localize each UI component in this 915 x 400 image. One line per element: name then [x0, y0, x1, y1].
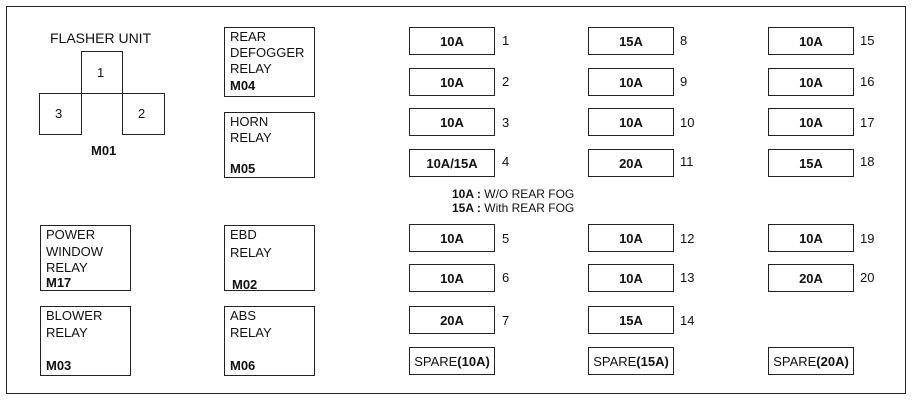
fuse-6-number: 6: [502, 270, 510, 285]
note-line-2: 15A : With REAR FOG: [452, 201, 574, 215]
relay-label-line: HORN: [230, 114, 269, 129]
relay-code: M03: [46, 358, 72, 373]
fuse-7-number: 7: [502, 313, 510, 328]
fuse-10-number: 10: [680, 115, 695, 130]
spare-rating: (20A): [816, 353, 849, 369]
relay-label-line: RELAY: [46, 325, 88, 340]
fuse-1: 10A: [409, 27, 495, 55]
relay-label-line: RELAY: [230, 61, 272, 76]
fuse-4: 10A/15A: [409, 149, 495, 177]
fuse-16: 10A: [768, 68, 854, 96]
fuse-1-number: 1: [502, 33, 510, 48]
fuse-12-number: 12: [680, 231, 695, 246]
relay-label-line: EBD: [230, 227, 257, 242]
relay-code: M06: [230, 358, 256, 373]
fuse-3: 10A: [409, 108, 495, 136]
fuse-4-number: 4: [502, 154, 510, 169]
spare-fuse-15a: SPARE(15A): [588, 347, 674, 375]
spare-label: SPARE: [593, 353, 637, 369]
relay-abs: ABS RELAY M06: [224, 306, 315, 376]
relay-label-line: WINDOW: [46, 244, 104, 259]
fuse-12: 10A: [588, 224, 674, 252]
note-line-1-value: 10A :: [452, 187, 481, 201]
fuse-19-number: 19: [860, 231, 875, 246]
fuse-5: 10A: [409, 224, 495, 252]
fuse-17-number: 17: [860, 115, 875, 130]
flasher-pin-3: 3: [39, 93, 82, 135]
fuse-15-number: 15: [860, 33, 875, 48]
fuse-15: 10A: [768, 27, 854, 55]
spare-label: SPARE: [414, 353, 458, 369]
relay-label-line: DEFOGGER: [230, 45, 305, 60]
relay-code: M05: [230, 161, 256, 176]
fuse-9: 10A: [588, 68, 674, 96]
relay-label-line: RELAY: [46, 260, 88, 275]
relay-code: M04: [230, 78, 256, 93]
relay-ebd: EBD RELAY M02: [224, 225, 315, 292]
fuse-6: 10A: [409, 264, 495, 292]
flasher-pin-2-label: 2: [138, 106, 146, 121]
fuse-13-number: 13: [680, 270, 695, 285]
fuse-14-number: 14: [680, 313, 695, 328]
spare-rating: (15A): [636, 353, 669, 369]
relay-rear-defogger: REAR DEFOGGER RELAY M04: [224, 27, 315, 97]
fuse-8: 15A: [588, 27, 674, 55]
fuse-11: 20A: [588, 149, 674, 177]
fuse-16-number: 16: [860, 74, 875, 89]
flasher-unit-title: FLASHER UNIT: [50, 30, 152, 46]
flasher-pin-1-label: 1: [97, 65, 105, 80]
fuse-panel-frame: [6, 6, 906, 394]
relay-blower: BLOWER RELAY M03: [40, 306, 131, 376]
fuse-9-number: 9: [680, 74, 688, 89]
spare-label: SPARE: [773, 353, 817, 369]
fuse-19: 10A: [768, 224, 854, 252]
fuse-20: 20A: [768, 264, 854, 292]
spare-fuse-20a: SPARE(20A): [768, 347, 854, 375]
fuse-7: 20A: [409, 306, 495, 334]
flasher-pin-1: 1: [81, 51, 123, 94]
fuse-20-number: 20: [860, 270, 875, 285]
note-line-1: 10A : W/O REAR FOG: [452, 187, 574, 201]
relay-label-line: BLOWER: [46, 308, 103, 323]
relay-horn: HORN RELAY M05: [224, 112, 315, 178]
relay-label-line: POWER: [46, 227, 96, 242]
spare-fuse-10a: SPARE(10A): [409, 347, 495, 375]
relay-label-line: RELAY: [230, 245, 272, 260]
fuse-5-number: 5: [502, 231, 510, 246]
flasher-pin-2: 2: [122, 93, 165, 135]
fuse-18: 15A: [768, 149, 854, 177]
fuse-8-number: 8: [680, 33, 688, 48]
fuse-17: 10A: [768, 108, 854, 136]
fuse-2: 10A: [409, 68, 495, 96]
fuse-14: 15A: [588, 306, 674, 334]
fuse-2-number: 2: [502, 74, 510, 89]
relay-code: M02: [232, 277, 258, 292]
spare-rating: (10A): [457, 353, 490, 369]
note-line-1-text: W/O REAR FOG: [480, 187, 575, 201]
fuse-13: 10A: [588, 264, 674, 292]
relay-label-line: REAR: [230, 29, 267, 44]
fuse-4-note: 10A : W/O REAR FOG 15A : With REAR FOG: [452, 187, 574, 215]
fuse-11-number: 11: [680, 154, 694, 169]
fuse-18-number: 18: [860, 154, 875, 169]
relay-label-line: RELAY: [230, 130, 272, 145]
note-line-2-value: 15A :: [452, 201, 481, 215]
relay-code: M17: [46, 275, 72, 290]
relay-power-window: POWER WINDOW RELAY M17: [40, 225, 131, 291]
fuse-10: 10A: [588, 108, 674, 136]
relay-label-line: ABS: [230, 308, 257, 323]
note-line-2-text: With REAR FOG: [480, 201, 575, 215]
flasher-code: M01: [91, 143, 117, 158]
fuse-3-number: 3: [502, 115, 510, 130]
flasher-pin-3-label: 3: [55, 106, 63, 121]
relay-label-line: RELAY: [230, 325, 272, 340]
